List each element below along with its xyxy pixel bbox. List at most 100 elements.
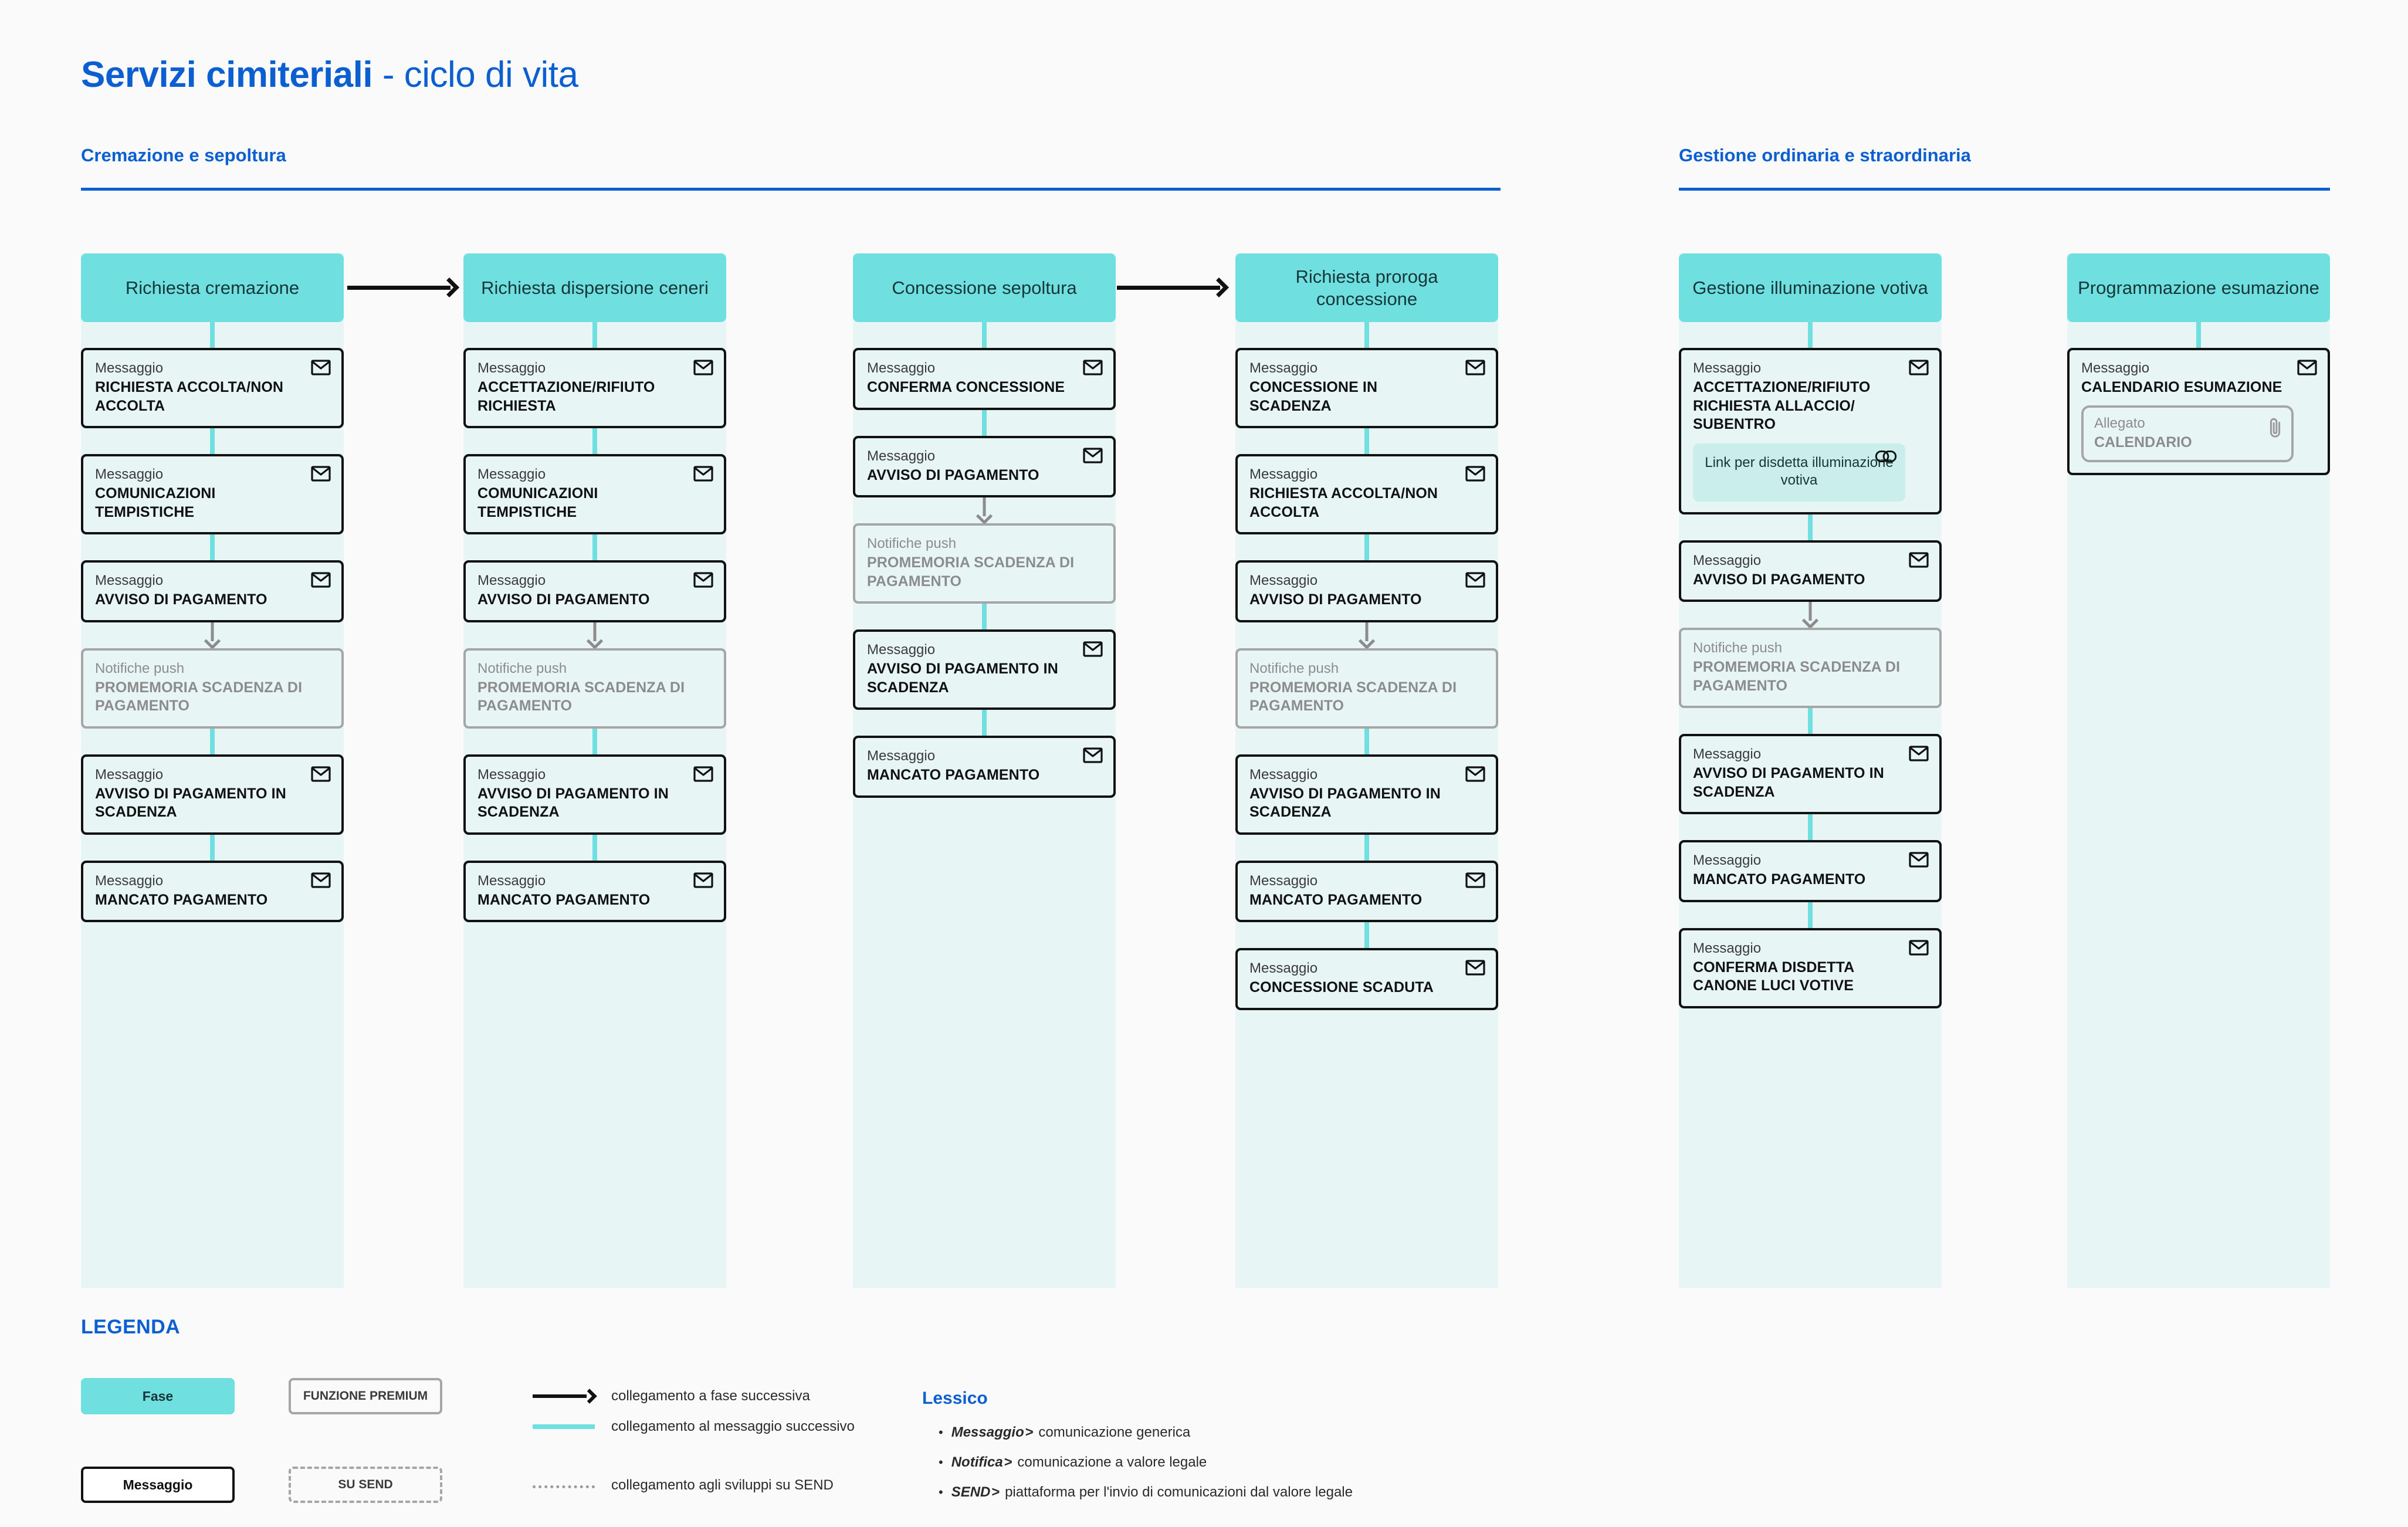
- phase-header[interactable]: Programmazione esumazione: [2067, 253, 2330, 322]
- envelope-icon: [1909, 940, 1929, 956]
- connector-teal-line: [210, 428, 215, 454]
- legend-label: collegamento a fase successiva: [611, 1388, 810, 1404]
- phase-header[interactable]: Concessione sepoltura: [853, 253, 1116, 322]
- page-title-light: - ciclo di vita: [372, 55, 578, 95]
- card-title: PROMEMORIA SCADENZA DI PAGAMENTO: [1693, 659, 1901, 694]
- envelope-icon: [693, 872, 713, 888]
- card-kind-label: Messaggio: [477, 573, 546, 588]
- phase-header[interactable]: Richiesta dispersione ceneri: [463, 253, 726, 322]
- connector-teal-line: [1808, 708, 1813, 734]
- card-kind-label: Messaggio: [95, 466, 164, 482]
- envelope-icon: [693, 360, 713, 375]
- connector-teal-line: [1808, 814, 1813, 841]
- card-title: COMUNICAZIONI TEMPISTICHE: [477, 485, 598, 520]
- envelope-icon: [693, 766, 713, 782]
- card-kind-label: Messaggio: [477, 360, 546, 376]
- arrow-shaft: [347, 285, 451, 290]
- lessico-item: •Messaggio> comunicazione generica: [939, 1424, 1584, 1441]
- arrow-head: [439, 277, 459, 297]
- connector-teal-line: [982, 322, 987, 348]
- card-kind-label: Notifiche push: [477, 660, 567, 676]
- bullet-icon: •: [939, 1425, 943, 1440]
- envelope-icon: [2297, 360, 2317, 375]
- envelope-icon: [1909, 852, 1929, 868]
- card-kind-label: Messaggio: [1249, 466, 1318, 482]
- card-kind-label: Messaggio: [477, 872, 546, 889]
- legend-row-fase-successiva: collegamento a fase successiva: [533, 1384, 810, 1408]
- link-panel[interactable]: Link per disdetta illuminazione votiva: [1693, 443, 1905, 502]
- lessico-term: SEND: [951, 1484, 991, 1500]
- lessico-definition: comunicazione generica: [1038, 1424, 1191, 1440]
- envelope-icon: [311, 466, 331, 482]
- section-rule-cremazione: [81, 188, 1501, 191]
- connector-down-arrow-icon: [971, 497, 997, 525]
- legend-row-sviluppi-send: collegamento agli sviluppi su SEND: [533, 1474, 834, 1497]
- lessico-separator: >: [1004, 1454, 1012, 1470]
- card-kind-label: Messaggio: [2081, 360, 2150, 376]
- card-kind-label: Messaggio: [1693, 852, 1762, 869]
- phase-header[interactable]: Richiesta cremazione: [81, 253, 344, 322]
- connector-down-arrow-icon: [1797, 602, 1823, 629]
- envelope-icon: [1465, 766, 1485, 782]
- phase-header[interactable]: Richiesta proroga concessione: [1235, 253, 1498, 322]
- connector-teal-line: [210, 322, 215, 348]
- arrow-head: [1209, 277, 1229, 297]
- connector-teal-line: [210, 534, 215, 560]
- lessico-title: Lessico: [922, 1389, 988, 1408]
- legend-row-messaggio-successivo: collegamento al messaggio successivo: [533, 1415, 855, 1438]
- envelope-icon: [311, 872, 331, 888]
- card-kind-label: Notifiche push: [1693, 640, 1783, 656]
- card-title: AVVISO DI PAGAMENTO IN SCADENZA: [1693, 765, 1884, 800]
- card-title: AVVISO DI PAGAMENTO: [1249, 591, 1422, 608]
- card-kind-label: Messaggio: [95, 872, 164, 889]
- card-kind-label: Messaggio: [95, 360, 164, 376]
- card-kind-label: Notifiche push: [1249, 660, 1339, 676]
- connector-teal-line: [1364, 834, 1369, 861]
- card-title: AVVISO DI PAGAMENTO: [867, 466, 1039, 483]
- lessico-separator: >: [991, 1484, 1000, 1500]
- card-kind-label: Messaggio: [1249, 872, 1318, 889]
- flow-arrow-concessione-to-proroga: [1117, 276, 1229, 299]
- card-title: PROMEMORIA SCADENZA DI PAGAMENTO: [95, 679, 303, 715]
- legend-chip-funzione-premium: FUNZIONE PREMIUM: [289, 1378, 442, 1414]
- card-title: AVVISO DI PAGAMENTO IN SCADENZA: [477, 785, 669, 821]
- phase-header[interactable]: Gestione illuminazione votiva: [1679, 253, 1942, 322]
- connector-teal-line: [592, 728, 597, 754]
- card-title: MANCATO PAGAMENTO: [1249, 891, 1423, 908]
- arrow-shaft: [1117, 285, 1220, 290]
